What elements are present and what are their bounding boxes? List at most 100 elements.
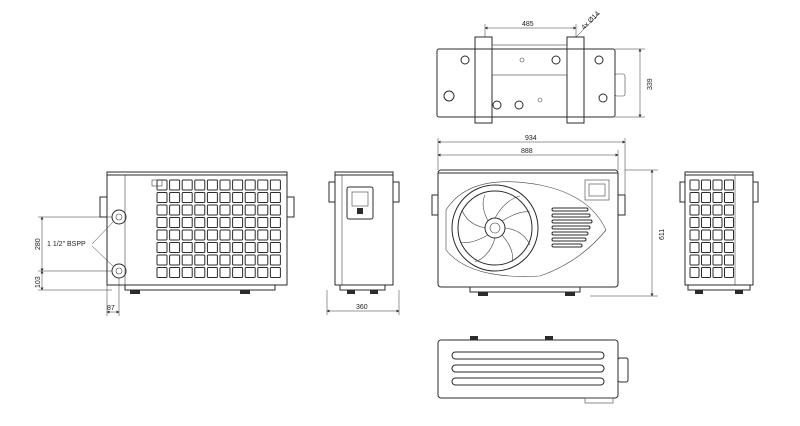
grille-cell [219, 242, 231, 253]
grille-cell [181, 179, 193, 191]
grille-cell [206, 179, 218, 191]
grille-cell [206, 217, 218, 228]
grille-cell [244, 192, 256, 203]
grille-cell [269, 267, 281, 278]
grille-cell [206, 204, 218, 216]
grille-cell [156, 179, 168, 191]
grille-cell [724, 242, 734, 253]
grille-cell [689, 229, 700, 241]
grille-cell [724, 254, 734, 266]
grille-cell [701, 192, 711, 203]
grille-cell [206, 229, 218, 241]
grille-cell [701, 229, 711, 241]
grille-cell [257, 229, 269, 241]
grille-cell [156, 229, 168, 241]
grille-cell [206, 192, 218, 203]
grille-cell [712, 229, 723, 241]
grille-cell [244, 254, 256, 266]
top-depth-label: 339 [647, 78, 654, 90]
grille-cell [689, 267, 700, 278]
grille-cell [712, 179, 723, 191]
grille-cell [194, 254, 206, 266]
front-vents [551, 207, 593, 248]
grille-cell [257, 267, 269, 278]
grille-cell [232, 192, 244, 203]
grille-cell [156, 267, 168, 278]
grille-cell [206, 242, 218, 253]
grille-cell [169, 229, 181, 241]
grille-cell [724, 229, 734, 241]
grille-cell [701, 254, 711, 266]
right-grille-cells [689, 179, 734, 278]
grille-cell [257, 179, 269, 191]
grille-cell [701, 179, 711, 191]
grille-cell [169, 179, 181, 191]
grille-cell [269, 192, 281, 203]
grille-cell [689, 192, 700, 203]
grille-cell [169, 254, 181, 266]
grille-cell [156, 204, 168, 216]
grille-cell [169, 192, 181, 203]
grille-cell [232, 267, 244, 278]
grille-cell [257, 254, 269, 266]
pipe-spacing-label: 280 [35, 238, 42, 250]
body-width-label: 888 [521, 148, 533, 155]
grille-cell [244, 179, 256, 191]
grille-cell [724, 204, 734, 216]
grille-cell [269, 242, 281, 253]
grille-cell [257, 204, 269, 216]
grille-cell [194, 204, 206, 216]
grille-cell [219, 229, 231, 241]
grille-cell [194, 242, 206, 253]
grille-cell [232, 229, 244, 241]
grille-cell [724, 217, 734, 228]
grille-cell [219, 192, 231, 203]
grille-cell [257, 192, 269, 203]
grille-cell [232, 242, 244, 253]
grille-cell [219, 179, 231, 191]
holes-label: 4x Ø14 [580, 10, 601, 31]
grille-cell [712, 204, 723, 216]
grille-cell [181, 242, 193, 253]
top-width-label: 485 [522, 21, 534, 28]
top-view [436, 36, 626, 124]
grille-cell [181, 217, 193, 228]
pipe-height-label: 103 [35, 276, 42, 288]
grille-cell [724, 267, 734, 278]
grille-cell [206, 267, 218, 278]
grille-cell [169, 267, 181, 278]
grille-cell [701, 267, 711, 278]
depth-label: 360 [356, 304, 368, 311]
grille-cell [724, 192, 734, 203]
grille-cell [701, 204, 711, 216]
grille-cell [689, 204, 700, 216]
grille-cell [712, 192, 723, 203]
grille-cell [156, 254, 168, 266]
grille-cell [269, 217, 281, 228]
grille-cell [181, 267, 193, 278]
grille-cell [169, 204, 181, 216]
grille-cell [244, 229, 256, 241]
grille-cell [712, 242, 723, 253]
grille-cell [232, 179, 244, 191]
grille-cell [232, 204, 244, 216]
grille-cell [232, 217, 244, 228]
right-side-view [679, 171, 759, 294]
height-label: 611 [659, 229, 666, 240]
grille-cell [206, 254, 218, 266]
grille-cell [181, 229, 193, 241]
grille-cell [156, 242, 168, 253]
pipe-offset-label: 87 [107, 305, 115, 312]
left-side-view [99, 171, 295, 294]
grille-cell [269, 204, 281, 216]
grille-cell [244, 242, 256, 253]
grille-cell [689, 242, 700, 253]
grille-cell [156, 192, 168, 203]
end-view-control [328, 171, 400, 294]
grille-cell [194, 267, 206, 278]
grille-cell [194, 179, 206, 191]
grille-cell [219, 217, 231, 228]
grille-cell [181, 192, 193, 203]
grille-cell [701, 242, 711, 253]
grille-cell [244, 204, 256, 216]
